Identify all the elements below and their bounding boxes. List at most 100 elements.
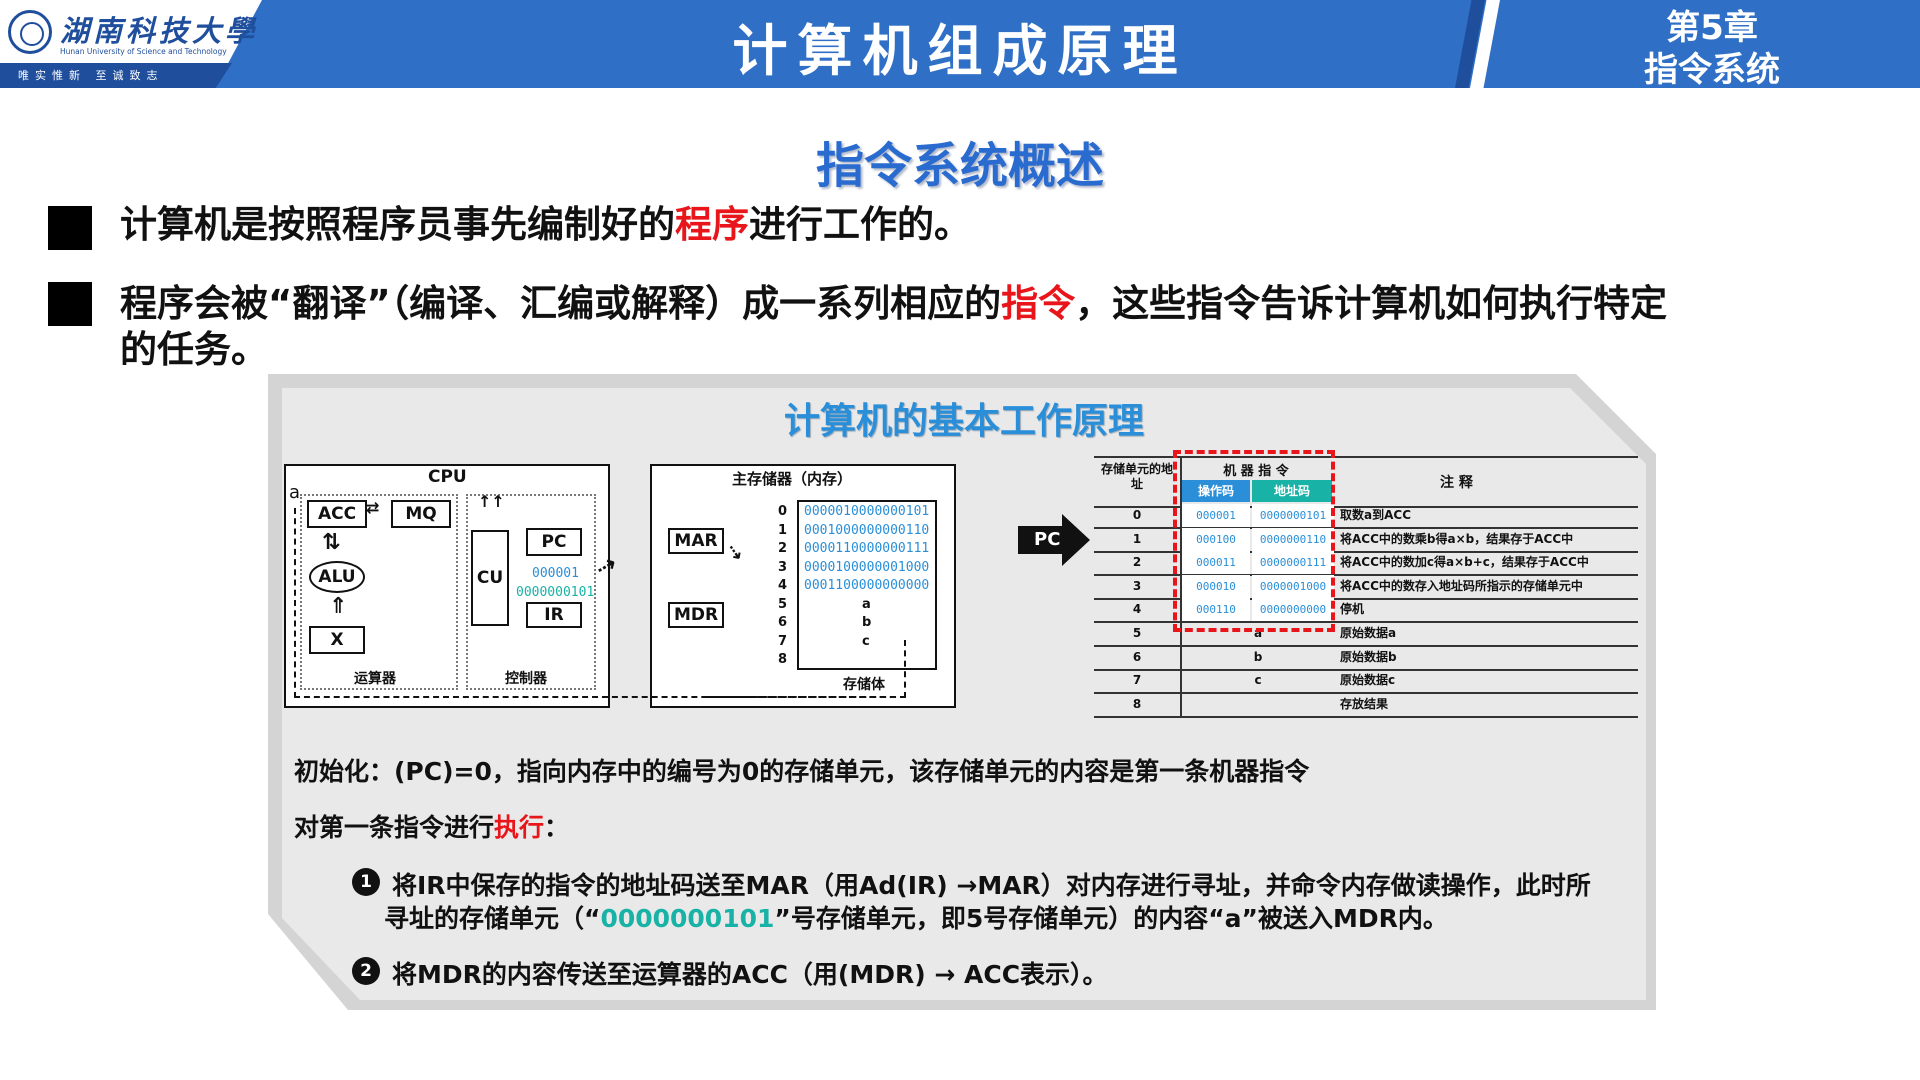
table-cell-note: 将ACC中的数存入地址码所指示的存储单元中	[1340, 578, 1583, 593]
table-cell-address-code: 0000000000	[1252, 598, 1334, 622]
memory-address-label: 1	[778, 522, 788, 538]
storage-body	[797, 500, 937, 670]
memory-cell-content: 0000110000000111	[804, 541, 930, 556]
alu-group-label: 运算器	[354, 671, 396, 687]
chapter-number: 第5章	[1666, 8, 1758, 48]
mdr-register: MDR	[668, 602, 724, 628]
table-cell-address: 2	[1132, 555, 1142, 570]
bullet-2-line2: 的任务。	[120, 328, 268, 371]
bullet-1-post: 进行工作的。	[749, 203, 971, 246]
bullet-text-1: 计算机是按照程序员事先编制好的程序进行工作的。	[120, 202, 971, 248]
ir-register: IR	[526, 602, 582, 628]
table-header-ad: 地址码	[1252, 480, 1332, 502]
memory-cell-content: 0001100000000000	[804, 578, 930, 593]
table-header-op: 操作码	[1182, 480, 1250, 502]
memory-address-label: 5	[778, 596, 788, 612]
x-register: X	[309, 626, 365, 654]
slide-header: 湖南科技大學 Hunan University of Science and T…	[0, 0, 1920, 90]
memory-address-label: 6	[778, 615, 788, 630]
memory-address-label: 7	[778, 633, 788, 649]
pc-value: 000001	[532, 566, 579, 581]
memory-address-label: 2	[778, 541, 788, 556]
table-header-instr: 机 器 指 令	[1223, 464, 1289, 479]
table-row: 5 a 原始数据a	[1094, 622, 1638, 647]
instruction-table-header	[1094, 456, 1638, 508]
table-cell-opcode: 000100	[1182, 527, 1250, 551]
bullet-2-pre: 程序会被“翻译”（编译、汇编或解释）成一系列相应的	[120, 282, 1002, 325]
chapter-title: 指令系统	[1644, 50, 1780, 90]
table-cell-note: 存放结果	[1340, 696, 1389, 711]
table-cell-opcode: 000001	[1182, 504, 1250, 527]
ctrl-group-outline	[466, 494, 596, 690]
memory-cell-content: c	[862, 633, 870, 649]
table-header-note: 注 释	[1440, 475, 1473, 491]
alu-unit: ALU	[309, 561, 365, 593]
step-1-line-2-pre: 寻址的存储单元（“	[384, 904, 601, 933]
memory-address-label: 8	[778, 652, 788, 667]
ctrl-group-label: 控制器	[505, 671, 547, 687]
table-cell-address: 0	[1132, 508, 1142, 522]
course-title: 计算机组成原理	[732, 19, 1188, 83]
table-cell-opcode: 000010	[1182, 574, 1250, 598]
mar-register: MAR	[668, 528, 724, 554]
table-cell-address: 6	[1132, 649, 1142, 664]
table-cell-address: 7	[1132, 673, 1142, 688]
instruction-highlight-frame	[1173, 450, 1335, 632]
bullet-1-pre: 计算机是按照程序员事先编制好的	[120, 203, 675, 246]
memory-cell-content: 0000010000000101	[804, 504, 930, 519]
memory-address-label: 3	[778, 559, 788, 575]
table-cell-data: a	[1253, 626, 1263, 640]
acc-alu-arrows-icon: ⇅	[322, 530, 341, 555]
table-cell-address-code: 0000000101	[1252, 504, 1334, 527]
bullet-2-highlight: 指令	[1001, 282, 1076, 325]
step-2-line: 将MDR的内容传送至运算器的ACC（用(MDR) → ACC表示）。	[392, 960, 1108, 989]
table-cell-note: 将ACC中的数乘b得a×b，结果存于ACC中	[1340, 531, 1574, 546]
table-cell-address: 8	[1132, 696, 1142, 711]
table-cell-address: 1	[1132, 531, 1142, 546]
university-english-name: Hunan University of Science and Technolo…	[60, 47, 227, 56]
x-alu-arrow-icon: ⇑	[329, 594, 348, 619]
exec-pre: 对第一条指令进行	[294, 813, 495, 842]
input-a-label: a	[289, 482, 301, 503]
table-cell-note: 原始数据b	[1340, 649, 1397, 664]
exec-post: ：	[544, 813, 570, 842]
panel-title: 计算机的基本工作原理	[783, 401, 1144, 442]
data-path-bottom	[294, 508, 906, 698]
exec-description: 对第一条指令进行执行：	[294, 808, 569, 844]
pc-arrow-label: PC	[1034, 529, 1061, 550]
alu-group-outline	[300, 494, 458, 690]
acc-register: ACC	[307, 500, 367, 528]
table-cell-opcode: 000110	[1182, 598, 1250, 622]
init-description: 初始化：(PC)=0，指向内存中的编号为0的存储单元，该存储单元的内容是第一条机…	[294, 757, 1310, 786]
table-cell-note: 原始数据a	[1340, 626, 1397, 640]
memory-title: 主存储器（内存）	[732, 470, 853, 488]
memory-cell-content: 0001000000000110	[804, 522, 930, 538]
cu-input-arrows-icon: ↑↑	[478, 492, 505, 511]
table-cell-data: b	[1253, 649, 1263, 664]
table-cell-opcode: 000011	[1182, 551, 1250, 575]
table-cell-address-code: 0000000111	[1252, 551, 1334, 575]
bullet-2-post: ，这些指令告诉计算机如何执行特定	[1075, 282, 1668, 325]
memory-cell-content: b	[862, 615, 872, 630]
table-cell-address: 3	[1132, 578, 1142, 593]
cu-unit: CU	[471, 530, 509, 626]
cpu-title: CPU	[428, 467, 467, 487]
step-1-line-1: 将IR中保存的指令的地址码送至MAR（用Ad(IR) →MAR）对内存进行寻址，…	[392, 871, 1591, 900]
table-cell-address-code: 0000001000	[1252, 574, 1334, 598]
bullet-1-highlight: 程序	[675, 203, 749, 246]
table-cell-address-code: 0000000110	[1252, 527, 1334, 551]
ir-value: 0000000101	[516, 585, 595, 600]
table-cell-data: c	[1254, 673, 1262, 688]
memory-cell-content: 0000100000001000	[804, 559, 930, 575]
table-cell-address: 5	[1132, 626, 1142, 640]
table-cell-data	[1182, 693, 1334, 716]
university-motto: 唯实惟新 至诚致志	[0, 63, 232, 88]
memory-address-label: 4	[778, 578, 788, 593]
memory-address-label: 0	[778, 504, 788, 519]
header-band	[0, 0, 1920, 88]
table-cell-note: 停机	[1340, 602, 1365, 617]
